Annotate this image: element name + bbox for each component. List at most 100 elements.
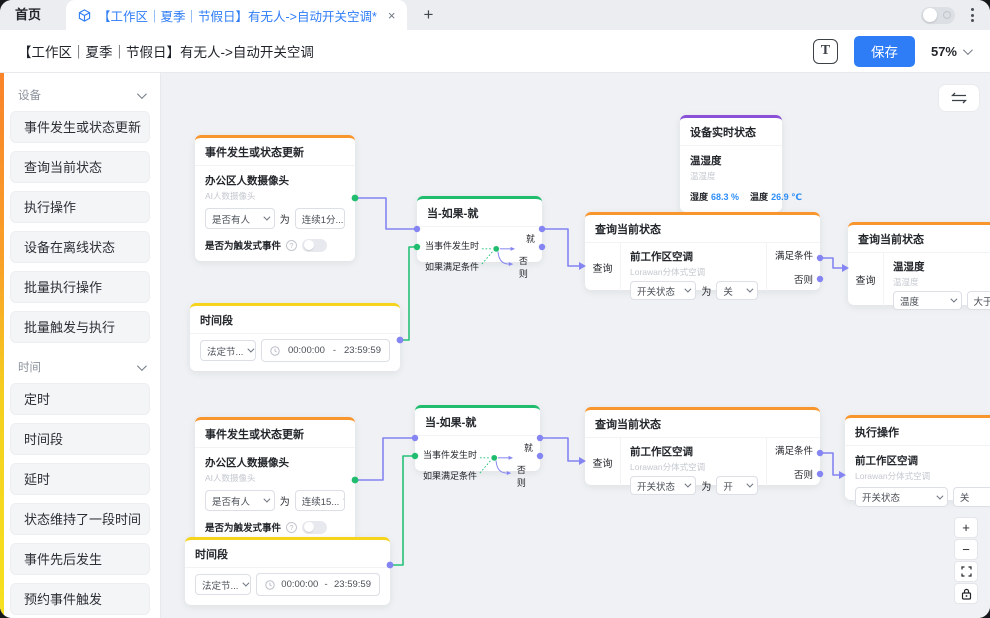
palette-item-state-held[interactable]: 状态维持了一段时间 bbox=[10, 503, 150, 535]
node-when-if-then-top[interactable]: 当-如果-就 当事件发生时 如果满足条件 就 bbox=[417, 196, 542, 279]
text-tool-button[interactable]: T bbox=[812, 38, 838, 64]
tab-title: 【工作区｜夏季｜节假日】有无人->自动开关空调* bbox=[98, 9, 377, 24]
attribute-select[interactable]: 开关状态 bbox=[855, 487, 948, 507]
section-label: 时间 bbox=[18, 362, 41, 374]
fit-view-icon bbox=[960, 566, 972, 577]
palette-item-batch-action[interactable]: 批量执行操作 bbox=[10, 271, 150, 303]
time-range-picker[interactable]: 00:00:00 - 23:59:59 bbox=[256, 573, 380, 596]
trigger-event-toggle[interactable] bbox=[302, 238, 328, 252]
palette-item-time-period[interactable]: 时间段 bbox=[10, 423, 150, 455]
palette-item-batch-trigger[interactable]: 批量触发与执行 bbox=[10, 311, 150, 343]
chevron-down-icon bbox=[343, 495, 344, 503]
attribute-select[interactable]: 开关状态 bbox=[630, 281, 697, 300]
palette-item-run-action[interactable]: 执行操作 bbox=[10, 191, 150, 223]
sidebar-section-devices[interactable]: 设备 bbox=[0, 79, 160, 107]
workflow-cube-icon bbox=[78, 8, 91, 22]
palette-item-event-update[interactable]: 事件发生或状态更新 bbox=[10, 111, 150, 143]
node-event-bottom[interactable]: 事件发生或状态更新 办公区人数摄像头 AI人数摄像头 是否有人 为 连续15..… bbox=[195, 417, 355, 543]
chevron-down-icon bbox=[263, 495, 271, 503]
theme-toggle[interactable] bbox=[921, 6, 955, 24]
palette-item-event-sequence[interactable]: 事件先后发生 bbox=[10, 543, 150, 575]
node-period-bottom[interactable]: 时间段 法定节... 00:00:00 - 23:59:59 bbox=[185, 537, 390, 605]
value-select[interactable]: 连续15... bbox=[294, 490, 345, 511]
label-wei: 为 bbox=[701, 287, 712, 298]
save-button[interactable]: 保存 bbox=[853, 35, 915, 67]
toggle-label: 是否为触发式事件 bbox=[205, 241, 282, 252]
value-select[interactable]: 关 bbox=[716, 281, 758, 300]
value-select[interactable]: 连续1分... bbox=[294, 208, 345, 229]
device-name: 前工作区空调 bbox=[630, 251, 693, 263]
output-else: 否则 bbox=[518, 256, 528, 279]
query-input-label: 查询 bbox=[585, 438, 621, 486]
workflow-canvas[interactable]: 事件发生或状态更新 办公区人数摄像头 AI人数摄像头 是否有人 为 连续1分..… bbox=[161, 73, 990, 618]
node-event-top[interactable]: 事件发生或状态更新 办公区人数摄像头 AI人数摄像头 是否有人 为 连续1分..… bbox=[195, 135, 355, 261]
new-tab-button[interactable]: + bbox=[423, 5, 434, 24]
node-title: 设备实时状态 bbox=[680, 118, 782, 146]
zoom-level-select[interactable]: 57% bbox=[931, 44, 973, 59]
device-type: AI人数摄像头 bbox=[205, 473, 256, 483]
fit-view-button[interactable] bbox=[954, 561, 978, 582]
attribute-select[interactable]: 是否有人 bbox=[205, 208, 275, 229]
swap-arrows-icon bbox=[951, 92, 967, 104]
tab-home[interactable]: 首页 bbox=[15, 7, 42, 22]
palette-item-schedule[interactable]: 定时 bbox=[10, 383, 150, 415]
input-if-condition: 如果满足条件 bbox=[423, 471, 478, 481]
end-time: 23:59:59 bbox=[334, 579, 371, 590]
node-query-right[interactable]: 查询当前状态 查询 温湿度 温湿度 温度 大于 bbox=[848, 222, 990, 310]
node-title: 事件发生或状态更新 bbox=[195, 138, 355, 166]
close-tab-icon[interactable]: × bbox=[387, 7, 396, 23]
attribute-select[interactable]: 开关状态 bbox=[630, 476, 697, 495]
node-query-top[interactable]: 查询当前状态 查询 前工作区空调 Lorawan分体式空调 开关状态 为 关 满… bbox=[585, 212, 820, 300]
zoom-out-button[interactable]: − bbox=[954, 539, 978, 560]
output-else: 否则 bbox=[793, 275, 813, 286]
node-palette-sidebar: 设备 事件发生或状态更新 查询当前状态 执行操作 设备在离线状态 批量执行操作 … bbox=[0, 73, 161, 618]
label-wei: 为 bbox=[701, 482, 712, 493]
node-title: 当-如果-就 bbox=[415, 408, 540, 436]
chevron-down-icon bbox=[936, 492, 944, 500]
node-run-action[interactable]: 执行操作 前工作区空调 Lorawan分体式空调 开关状态 关 bbox=[845, 415, 990, 507]
input-if-condition: 如果满足条件 bbox=[425, 262, 480, 272]
more-menu-icon[interactable] bbox=[969, 6, 976, 24]
device-type: Lorawan分体式空调 bbox=[630, 462, 706, 472]
zoom-in-button[interactable]: + bbox=[954, 517, 978, 538]
chevron-down-icon bbox=[242, 579, 250, 587]
info-icon: ? bbox=[286, 521, 298, 533]
attribute-select[interactable]: 是否有人 bbox=[205, 490, 275, 511]
label-wei: 为 bbox=[279, 497, 290, 508]
time-range-picker[interactable]: 00:00:00 - 23:59:59 bbox=[261, 339, 390, 362]
chevron-down-icon bbox=[684, 480, 692, 488]
query-input-label: 查询 bbox=[848, 253, 884, 306]
device-name: 温湿度 bbox=[690, 155, 722, 167]
sidebar-section-time[interactable]: 时间 bbox=[0, 351, 160, 379]
device-type: Lorawan分体式空调 bbox=[855, 471, 931, 481]
attribute-select[interactable]: 温度 bbox=[893, 291, 962, 310]
node-period-top[interactable]: 时间段 法定节... 00:00:00 - 23:59:59 bbox=[190, 303, 400, 371]
clock-icon bbox=[265, 579, 275, 590]
device-type: 温湿度 bbox=[893, 277, 919, 287]
period-type-select[interactable]: 法定节... bbox=[195, 574, 251, 595]
lock-icon bbox=[961, 588, 971, 600]
time-separator: - bbox=[332, 345, 337, 356]
start-time: 00:00:00 bbox=[287, 345, 325, 356]
node-query-bottom[interactable]: 查询当前状态 查询 前工作区空调 Lorawan分体式空调 开关状态 为 开 满… bbox=[585, 407, 820, 495]
value-select[interactable]: 关 bbox=[952, 487, 990, 507]
operator-select[interactable]: 大于 bbox=[966, 291, 990, 310]
lock-canvas-button[interactable] bbox=[954, 583, 978, 604]
tab-active-workflow[interactable]: 【工作区｜夏季｜节假日】有无人->自动开关空调* × bbox=[66, 0, 408, 30]
palette-item-device-online[interactable]: 设备在离线状态 bbox=[10, 231, 150, 263]
device-type: 温湿度 bbox=[690, 171, 716, 181]
tab-bar: 首页 【工作区｜夏季｜节假日】有无人->自动开关空调* × + bbox=[0, 0, 990, 30]
period-type-select[interactable]: 法定节... bbox=[200, 340, 256, 361]
sun-icon bbox=[943, 11, 951, 19]
value-select[interactable]: 开 bbox=[716, 476, 758, 495]
device-type: AI人数摄像头 bbox=[205, 191, 256, 201]
condition-junction-graphic bbox=[479, 454, 514, 476]
palette-item-query-state[interactable]: 查询当前状态 bbox=[10, 151, 150, 183]
trigger-event-toggle[interactable] bbox=[302, 520, 328, 534]
palette-item-delay[interactable]: 延时 bbox=[10, 463, 150, 495]
swap-orientation-button[interactable] bbox=[938, 84, 980, 112]
node-title: 查询当前状态 bbox=[848, 225, 990, 253]
node-when-if-then-bottom[interactable]: 当-如果-就 当事件发生时 如果满足条件 就 bbox=[415, 405, 540, 488]
palette-item-scheduled-trigger[interactable]: 预约事件触发 bbox=[10, 583, 150, 615]
